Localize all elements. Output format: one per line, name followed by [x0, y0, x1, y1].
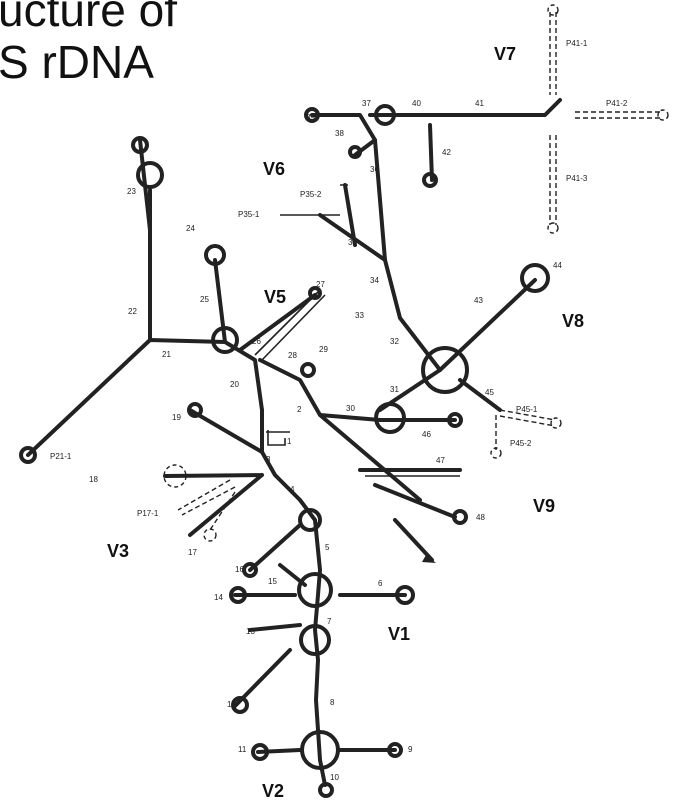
helix-label: 5 — [325, 543, 330, 552]
helix-label: 8 — [330, 698, 335, 707]
region-label-v2: V2 — [262, 781, 284, 801]
helix-label: 15 — [268, 577, 277, 586]
helix-label: 26 — [252, 337, 261, 346]
helix-label: 46 — [422, 430, 431, 439]
helix-label: 20 — [230, 380, 239, 389]
region-label-v7: V7 — [494, 44, 516, 64]
helix-label: 3 — [266, 455, 271, 464]
helix-label: 27 — [316, 280, 325, 289]
strand-arrow — [422, 555, 436, 563]
helix-label: 45 — [485, 388, 494, 397]
helix-label: 29 — [319, 345, 328, 354]
helix-label: P41-1 — [566, 39, 588, 48]
helix-label: P41-2 — [606, 99, 628, 108]
helix-label: 30 — [346, 404, 355, 413]
helix-label: 17 — [188, 548, 197, 557]
dashed-variable-regions — [163, 4, 669, 542]
thin-helices — [254, 184, 460, 477]
helix-label: 25 — [200, 295, 209, 304]
helix-label: 4 — [290, 485, 295, 494]
helix-label: 21 — [162, 350, 171, 359]
helix-label: 31 — [390, 385, 399, 394]
helix-label: 14 — [214, 593, 223, 602]
helix-label: 13 — [246, 627, 255, 636]
helix-label: P45-2 — [510, 439, 532, 448]
helix-label: 11 — [238, 745, 247, 754]
helix-label: P17-1 — [137, 509, 159, 518]
helix-label: 23 — [127, 187, 136, 196]
helix-label: 7 — [327, 617, 332, 626]
helix-label: 43 — [474, 296, 483, 305]
helix-label: 35 — [348, 238, 357, 247]
helix-label: 28 — [288, 351, 297, 360]
helix-label: P35-2 — [300, 190, 322, 199]
helix-label: P35-1 — [238, 210, 260, 219]
helix-label: 40 — [412, 99, 421, 108]
region-label-v5: V5 — [264, 287, 286, 307]
helix-label: 19 — [172, 413, 181, 422]
helix-label: 9 — [408, 745, 413, 754]
title-line-2: S rDNA — [0, 36, 154, 88]
helix-label: 37 — [362, 99, 371, 108]
helix-stems — [26, 98, 562, 787]
region-label-v9: V9 — [533, 496, 555, 516]
helix-label: 24 — [186, 224, 195, 233]
helix-label: 12 — [227, 700, 236, 709]
region-label-v8: V8 — [562, 311, 584, 331]
helix-label: 10 — [330, 773, 339, 782]
helix-label: 42 — [442, 148, 451, 157]
hairpin-loops — [19, 104, 550, 798]
helix-label: 1 — [287, 437, 292, 446]
helix-label: 6 — [378, 579, 383, 588]
region-label-v6: V6 — [263, 159, 285, 179]
region-label-v1: V1 — [388, 624, 410, 644]
helix-label: 36 — [370, 165, 379, 174]
helix-label: 47 — [436, 456, 445, 465]
helix-label: 38 — [335, 129, 344, 138]
helix-label: 32 — [390, 337, 399, 346]
helix-label: P41-3 — [566, 174, 588, 183]
helix-label: 18 — [89, 475, 98, 484]
helix-label: 16 — [235, 565, 244, 574]
helix-label: P45-1 — [516, 405, 538, 414]
helix-label: 44 — [553, 261, 562, 270]
helix-label: 48 — [476, 513, 485, 522]
helix-label: 2 — [297, 405, 302, 414]
region-label-v3: V3 — [107, 541, 129, 561]
helix-label: 39 — [306, 113, 315, 122]
variable-region-labels: V1 V2 V3 V5 V6 V7 V8 V9 — [107, 44, 584, 801]
helix-label: 34 — [370, 276, 379, 285]
title-line-1: ucture of — [0, 0, 177, 36]
helix-label: 41 — [475, 99, 484, 108]
helix-number-labels: 1 2 3 4 5 6 7 8 9 10 11 12 13 14 15 16 1… — [50, 39, 628, 782]
helix-label: P21-1 — [50, 452, 72, 461]
helix-label: 33 — [355, 311, 364, 320]
helix-label: 22 — [128, 307, 137, 316]
